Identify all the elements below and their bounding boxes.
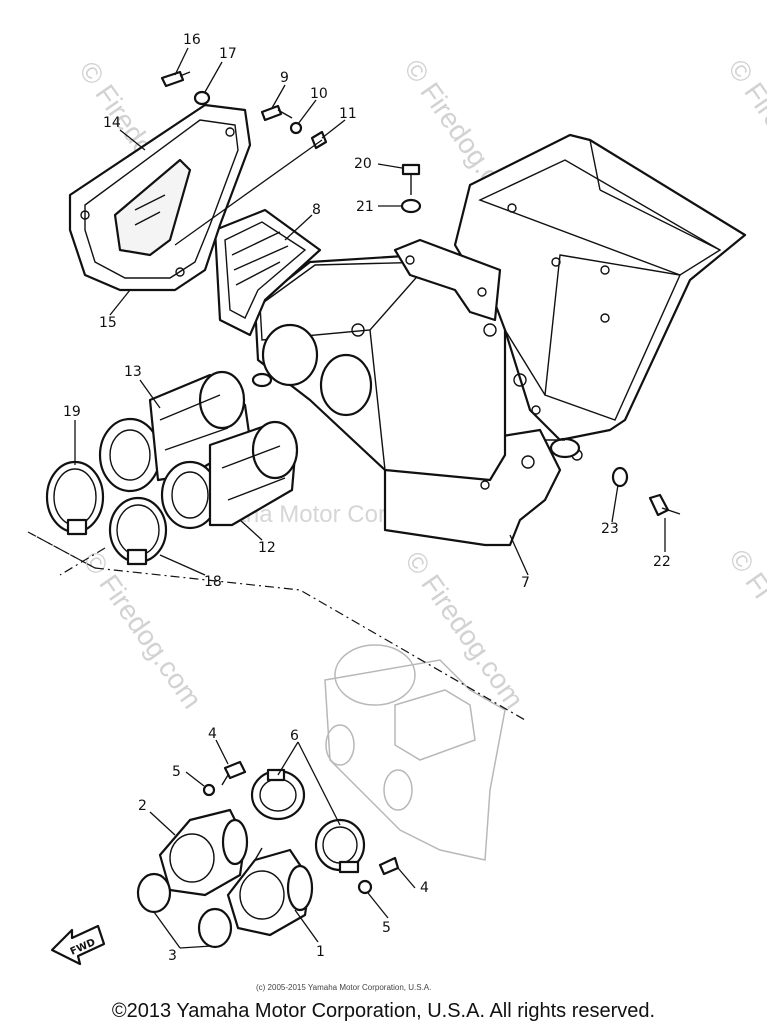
watermark-edge: © Fi [723,544,767,604]
side-cover [68,103,252,292]
callout-8: 8 [312,202,321,218]
callout-9: 9 [280,70,289,86]
watermark-5: © Firedog.com [399,546,530,715]
forward-arrow: FWD [50,924,106,966]
callout-13: 13 [124,364,142,380]
callout-10: 10 [310,86,328,102]
callout-2: 2 [138,798,147,814]
callout-3: 3 [168,948,177,964]
callout-23: 23 [601,521,619,537]
carburetor-outline [324,644,506,861]
filter-element [213,208,322,337]
carb-joint-1 [226,847,314,937]
callout-11: 11 [339,106,357,122]
o-rings [136,872,233,949]
callout-7: 7 [521,575,530,591]
reference-lines [27,531,526,721]
clamp-18 [108,496,168,566]
callout-6: 6 [290,728,299,744]
diagram-small-copyright: (c) 2005-2015 Yamaha Motor Corporation, … [256,983,431,992]
callout-18: 18 [204,574,222,590]
callout-15: 15 [99,315,117,331]
callout-5-bottom: 5 [382,920,391,936]
watermark-4: © Firedog.com [77,546,208,715]
callout-1: 1 [316,944,325,960]
callout-5-top: 5 [172,764,181,780]
callout-22: 22 [653,554,671,570]
callout-17: 17 [219,46,237,62]
callout-20: 20 [354,156,372,172]
callout-21: 21 [356,199,374,215]
callout-4-bottom: 4 [420,880,429,896]
callout-16: 16 [183,32,201,48]
hardware-top [160,70,681,517]
watermark-3: © Firedog.com [722,54,767,223]
lower-clamp-left [250,768,306,821]
joint-12 [160,420,299,530]
callout-12: 12 [258,540,276,556]
leader-lines [74,47,666,949]
clamp-19 [45,460,105,536]
carb-joint-2 [158,808,249,897]
air-box-front-cover [251,238,527,482]
callout-4-top: 4 [208,726,217,742]
callout-14: 14 [103,115,121,131]
callout-numbers: 16 17 9 10 11 14 20 21 8 15 13 19 12 18 … [63,32,671,964]
callout-19: 19 [63,404,81,420]
footer-copyright: ©2013 Yamaha Motor Corporation, U.S.A. A… [111,1000,656,1022]
lower-clamp-right [314,818,366,874]
